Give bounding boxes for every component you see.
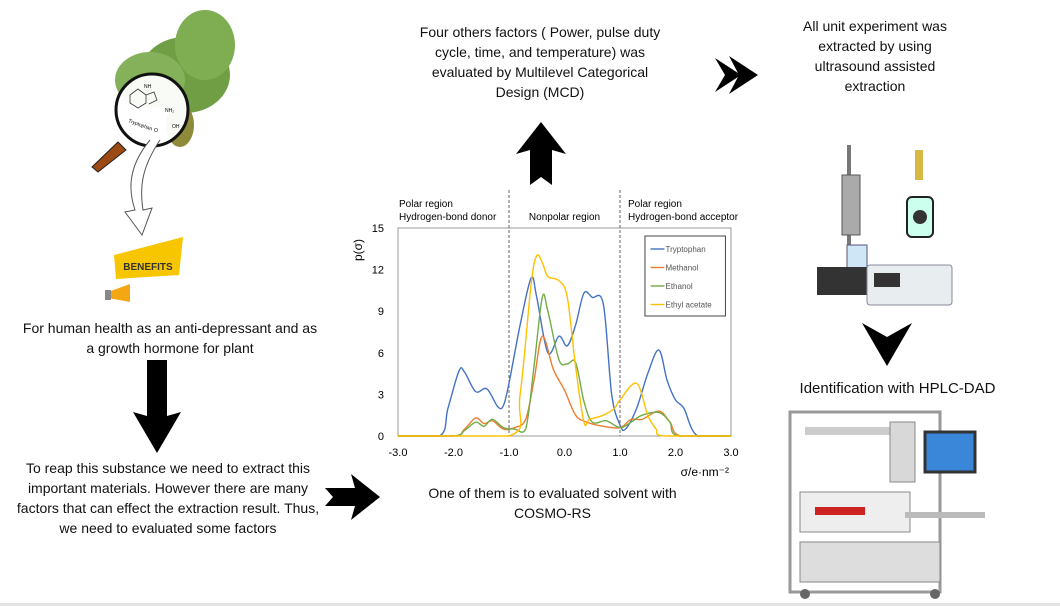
region-label: Hydrogen-bond donor bbox=[399, 212, 497, 223]
arrow-right-icon bbox=[715, 56, 758, 94]
x-axis-label: σ/e·nm⁻² bbox=[681, 465, 729, 479]
svg-text:O: O bbox=[154, 128, 158, 134]
series-line-tryptophan bbox=[397, 276, 731, 437]
y-tick-label: 0 bbox=[378, 431, 384, 443]
series-line-ethyl-acetate bbox=[397, 254, 731, 437]
top-right-text: All unit experiment was extracted by usi… bbox=[803, 18, 947, 94]
region-label: Polar region bbox=[628, 199, 682, 210]
top-center-text: Four others factors ( Power, pulse duty … bbox=[419, 24, 661, 100]
svg-text:NH₂: NH₂ bbox=[165, 108, 174, 114]
benefit-description: For human health as an anti-depressant a… bbox=[22, 320, 318, 356]
legend-label: Ethyl acetate bbox=[666, 301, 713, 310]
x-tick-label: 2.0 bbox=[668, 447, 683, 459]
arrow-up-icon bbox=[516, 122, 566, 185]
benefits-banner: BENEFITS bbox=[105, 237, 183, 302]
bottom-border bbox=[0, 603, 1060, 606]
y-axis-label: p(σ) bbox=[351, 239, 365, 261]
y-tick-label: 15 bbox=[372, 223, 384, 235]
x-tick-label: -2.0 bbox=[444, 447, 463, 459]
y-tick-label: 12 bbox=[372, 265, 384, 277]
tryptophan-plant-illustration: NH NH₂ OH O Tryptophan BENEFITS bbox=[91, 10, 235, 302]
bottom-center-text: One of them is to evaluated solvent with… bbox=[428, 485, 677, 521]
x-tick-label: 0.0 bbox=[557, 447, 572, 459]
series-line-methanol bbox=[397, 335, 731, 437]
legend-label: Tryptophan bbox=[666, 245, 706, 254]
x-tick-label: 1.0 bbox=[612, 447, 627, 459]
bottom-left-text: To reap this substance we need to extrac… bbox=[16, 460, 320, 536]
y-tick-label: 6 bbox=[378, 348, 384, 360]
plot-area bbox=[397, 227, 732, 437]
hplc-instrument-image bbox=[788, 410, 985, 599]
curved-arrow-icon bbox=[124, 139, 161, 237]
arrow-down-icon bbox=[862, 323, 912, 366]
x-tick-label: -1.0 bbox=[500, 447, 519, 459]
legend-label: Methanol bbox=[666, 264, 699, 273]
svg-text:OH: OH bbox=[172, 124, 180, 130]
megaphone-icon bbox=[105, 284, 130, 302]
legend-label: Ethanol bbox=[666, 282, 693, 291]
series-line-ethanol bbox=[397, 293, 731, 437]
x-tick-label: -3.0 bbox=[389, 447, 408, 459]
region-label: Nonpolar region bbox=[529, 212, 600, 223]
region-label: Polar region bbox=[399, 199, 453, 210]
region-label: Hydrogen-bond acceptor bbox=[628, 212, 739, 223]
y-tick-label: 3 bbox=[378, 389, 384, 401]
hplc-title: Identification with HPLC-DAD bbox=[799, 380, 996, 397]
magnifier-icon: NH NH₂ OH O Tryptophan bbox=[91, 72, 190, 173]
y-tick-label: 9 bbox=[378, 306, 384, 318]
svg-text:NH: NH bbox=[144, 84, 152, 90]
ultrasound-equipment-image bbox=[817, 145, 953, 306]
svg-text:BENEFITS: BENEFITS bbox=[123, 262, 173, 273]
arrow-right-icon bbox=[325, 474, 380, 520]
x-tick-label: 3.0 bbox=[723, 447, 738, 459]
arrow-down-icon bbox=[133, 360, 181, 453]
